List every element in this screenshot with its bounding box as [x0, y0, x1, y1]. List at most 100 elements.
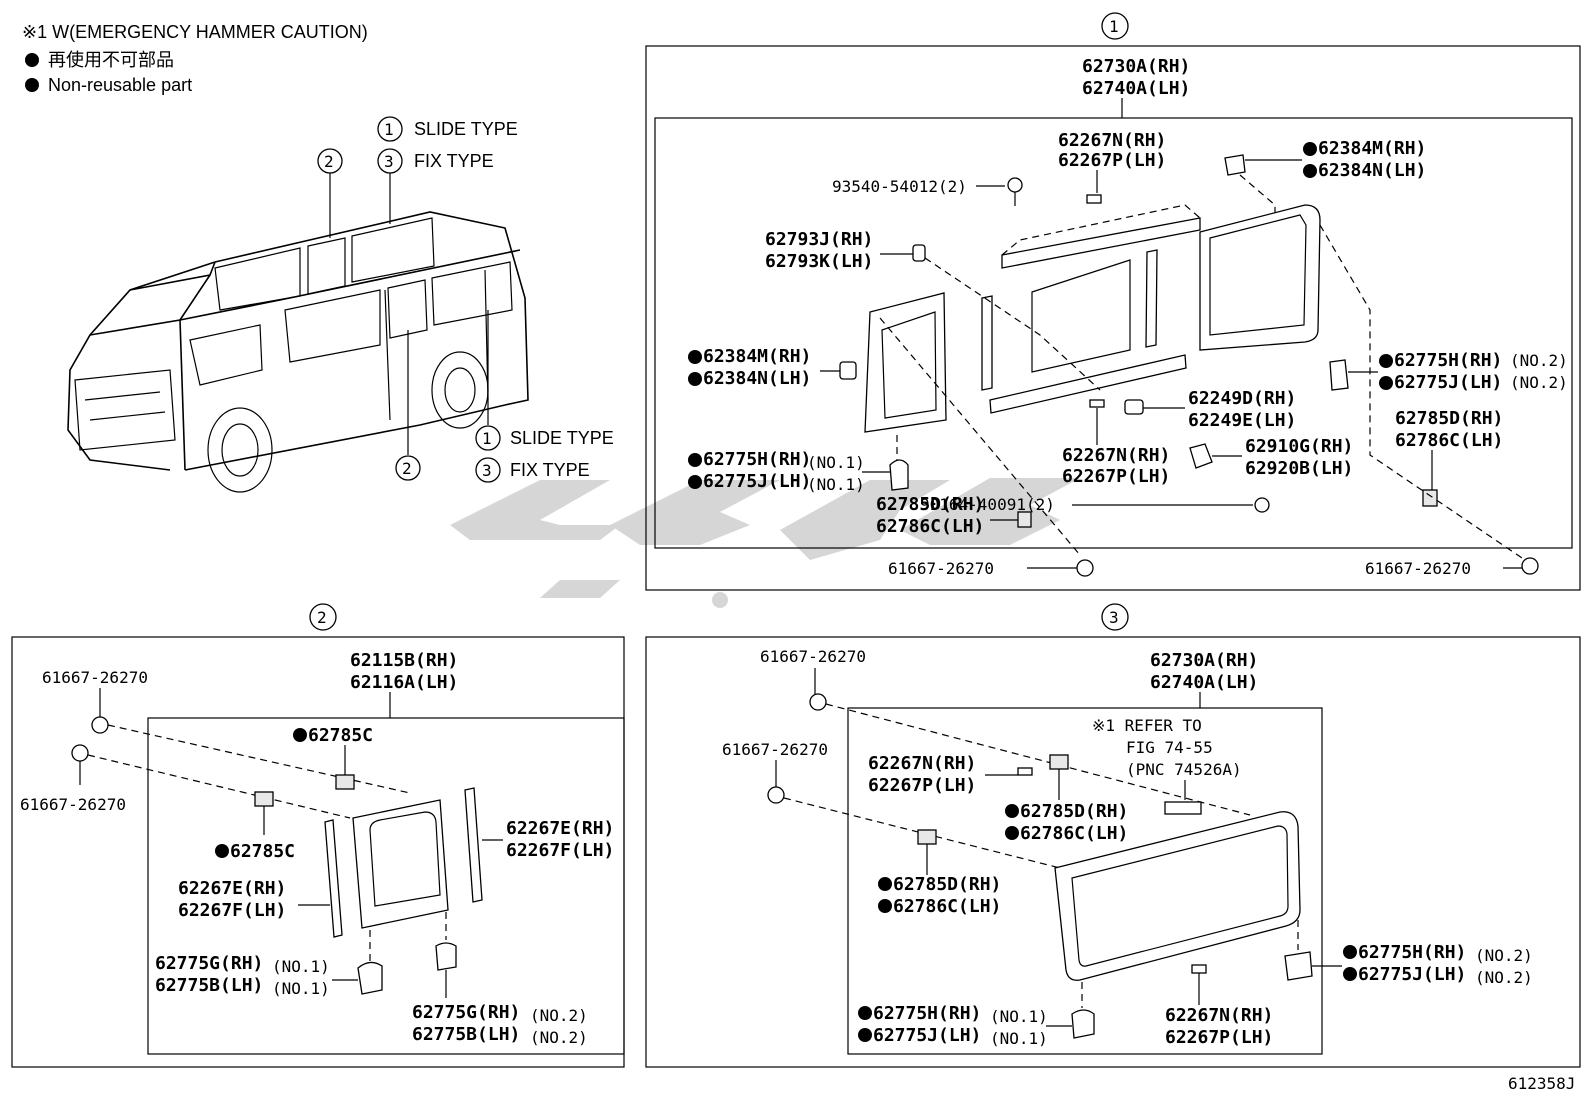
- svg-text:62786C(LH): 62786C(LH): [1395, 430, 1503, 451]
- svg-text:1: 1: [384, 120, 394, 139]
- svg-text:(NO.1): (NO.1): [807, 475, 865, 494]
- svg-text:62775J(LH): 62775J(LH): [873, 1025, 981, 1046]
- svg-text:(NO.1): (NO.1): [990, 1007, 1048, 1026]
- svg-text:3: 3: [482, 461, 492, 480]
- svg-text:(PNC 74526A): (PNC 74526A): [1126, 760, 1242, 779]
- svg-text:62116A(LH): 62116A(LH): [350, 672, 458, 693]
- panel-2: 2 62115B(RH) 62116A(LH) 61667-26270 6166…: [11, 603, 625, 1068]
- svg-text:62730A(RH): 62730A(RH): [1082, 56, 1190, 77]
- legend-en: Non-reusable part: [48, 75, 192, 95]
- svg-text:(NO.2): (NO.2): [1510, 351, 1568, 370]
- svg-text:62730A(RH): 62730A(RH): [1150, 650, 1258, 671]
- svg-text:62249E(LH): 62249E(LH): [1188, 410, 1296, 431]
- panel-3-fix-type: 3 62730A(RH) 62740A(LH) 61667-26270 6166…: [645, 603, 1581, 1068]
- svg-text:62775B(LH): 62775B(LH): [155, 975, 263, 996]
- svg-text:61667-26270: 61667-26270: [1365, 559, 1471, 578]
- svg-text:62384N(LH): 62384N(LH): [703, 368, 811, 389]
- svg-text:62267E(RH): 62267E(RH): [506, 818, 614, 839]
- svg-text:62785D(RH): 62785D(RH): [893, 874, 1001, 895]
- fix-type-label: FIX TYPE: [414, 151, 494, 171]
- svg-text:62267P(LH): 62267P(LH): [1062, 466, 1170, 487]
- svg-text:62785D(RH): 62785D(RH): [1395, 408, 1503, 429]
- svg-text:62267P(LH): 62267P(LH): [1058, 150, 1166, 171]
- callout-1: [377, 116, 403, 142]
- svg-text:62785C: 62785C: [230, 841, 295, 862]
- svg-text:90164-40091(2): 90164-40091(2): [920, 495, 1055, 514]
- svg-text:1: 1: [1109, 17, 1119, 36]
- svg-text:62267P(LH): 62267P(LH): [868, 775, 976, 796]
- svg-text:62793K(LH): 62793K(LH): [765, 251, 873, 272]
- panel-1-slide-type: 1 62730A(RH) 62740A(LH) 93540-54012(2) 6…: [645, 12, 1581, 591]
- svg-text:61667-26270: 61667-26270: [888, 559, 994, 578]
- svg-text:※1 REFER TO: ※1 REFER TO: [1092, 716, 1202, 735]
- svg-text:2: 2: [317, 608, 327, 627]
- svg-text:(NO.1): (NO.1): [272, 979, 330, 998]
- svg-text:62775G(RH): 62775G(RH): [412, 1002, 520, 1023]
- svg-text:62384N(LH): 62384N(LH): [1318, 160, 1426, 181]
- svg-text:3: 3: [1109, 608, 1119, 627]
- svg-text:2: 2: [324, 152, 334, 171]
- svg-text:62267P(LH): 62267P(LH): [1165, 1027, 1273, 1048]
- svg-text:(NO.2): (NO.2): [1475, 946, 1533, 965]
- svg-text:62775J(LH): 62775J(LH): [1358, 964, 1466, 985]
- svg-text:61667-26270: 61667-26270: [760, 647, 866, 666]
- svg-text:62775G(RH): 62775G(RH): [155, 953, 263, 974]
- svg-text:62775J(LH): 62775J(LH): [1394, 372, 1502, 393]
- svg-text:(NO.2): (NO.2): [1475, 968, 1533, 987]
- svg-text:62115B(RH): 62115B(RH): [350, 650, 458, 671]
- legend-jp: 再使用不可部品: [48, 50, 174, 70]
- panel-3-number: [1101, 603, 1129, 631]
- svg-text:62793J(RH): 62793J(RH): [765, 229, 873, 250]
- svg-text:62775J(LH): 62775J(LH): [703, 471, 811, 492]
- panel-1-number: [1101, 12, 1129, 40]
- svg-text:FIX TYPE: FIX TYPE: [510, 460, 590, 480]
- svg-text:(NO.2): (NO.2): [530, 1028, 588, 1047]
- svg-text:62786C(LH): 62786C(LH): [876, 516, 984, 537]
- svg-text:62785D(RH): 62785D(RH): [876, 494, 984, 515]
- slide-type-label: SLIDE TYPE: [414, 119, 518, 139]
- legend-caution: ※1 W(EMERGENCY HAMMER CAUTION): [22, 22, 368, 42]
- svg-text:62267F(LH): 62267F(LH): [506, 840, 614, 861]
- svg-text:62786C(LH): 62786C(LH): [1020, 823, 1128, 844]
- svg-text:93540-54012(2): 93540-54012(2): [832, 177, 967, 196]
- figure-id: 612358J: [1508, 1074, 1575, 1093]
- svg-text:61667-26270: 61667-26270: [722, 740, 828, 759]
- svg-text:FIG 74-55: FIG 74-55: [1126, 738, 1213, 757]
- svg-text:62267N(RH): 62267N(RH): [1062, 445, 1170, 466]
- svg-text:62740A(LH): 62740A(LH): [1082, 78, 1190, 99]
- svg-text:62775H(RH): 62775H(RH): [703, 449, 811, 470]
- svg-text:62920B(LH): 62920B(LH): [1245, 458, 1353, 479]
- bullet-icon: [25, 78, 39, 92]
- svg-text:61667-26270: 61667-26270: [20, 795, 126, 814]
- svg-text:62775H(RH): 62775H(RH): [873, 1003, 981, 1024]
- panel-2-number: [309, 603, 337, 631]
- svg-text:1: 1: [482, 429, 492, 448]
- svg-text:SLIDE TYPE: SLIDE TYPE: [510, 428, 614, 448]
- svg-text:(NO.1): (NO.1): [807, 453, 865, 472]
- bullet-icon: [25, 53, 39, 67]
- watermark-logo: [450, 478, 1080, 608]
- svg-text:62267N(RH): 62267N(RH): [1165, 1005, 1273, 1026]
- svg-text:3: 3: [384, 152, 394, 171]
- svg-text:(NO.2): (NO.2): [1510, 373, 1568, 392]
- svg-text:62785C: 62785C: [308, 725, 373, 746]
- svg-text:(NO.1): (NO.1): [272, 957, 330, 976]
- svg-text:62267E(RH): 62267E(RH): [178, 878, 286, 899]
- svg-text:62267F(LH): 62267F(LH): [178, 900, 286, 921]
- svg-text:62910G(RH): 62910G(RH): [1245, 436, 1353, 457]
- svg-text:62267N(RH): 62267N(RH): [868, 753, 976, 774]
- svg-text:62249D(RH): 62249D(RH): [1188, 388, 1296, 409]
- svg-text:2: 2: [402, 459, 412, 478]
- svg-text:62384M(RH): 62384M(RH): [1318, 138, 1426, 159]
- svg-text:62740A(LH): 62740A(LH): [1150, 672, 1258, 693]
- svg-text:62267N(RH): 62267N(RH): [1058, 130, 1166, 151]
- svg-text:62775H(RH): 62775H(RH): [1358, 942, 1466, 963]
- svg-text:61667-26270: 61667-26270: [42, 668, 148, 687]
- svg-text:62775H(RH): 62775H(RH): [1394, 350, 1502, 371]
- svg-text:62775B(LH): 62775B(LH): [412, 1024, 520, 1045]
- svg-text:(NO.2): (NO.2): [530, 1006, 588, 1025]
- svg-text:62786C(LH): 62786C(LH): [893, 896, 1001, 917]
- svg-text:62785D(RH): 62785D(RH): [1020, 801, 1128, 822]
- svg-text:62384M(RH): 62384M(RH): [703, 346, 811, 367]
